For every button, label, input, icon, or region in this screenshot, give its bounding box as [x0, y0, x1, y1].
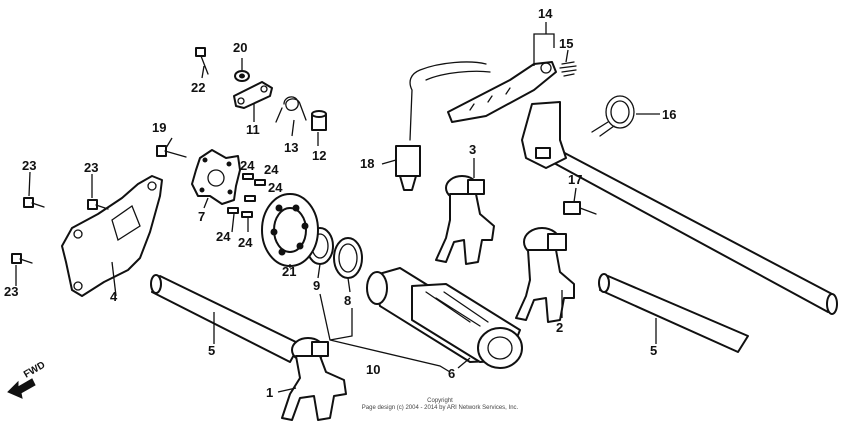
callout-24-a: 24 [240, 158, 255, 173]
part-23-bolt-c[interactable] [11, 253, 33, 264]
callout-5-left: 5 [208, 343, 215, 358]
part-19-bolt[interactable] [156, 145, 187, 158]
part-24-pin-c[interactable] [244, 195, 256, 202]
callout-18: 18 [360, 156, 374, 171]
callout-12: 12 [312, 148, 326, 163]
part-24-pin-b[interactable] [254, 179, 266, 186]
part-14-gearshift-spindle[interactable] [447, 61, 838, 315]
callout-23-a: 23 [22, 158, 36, 173]
part-15-spring[interactable] [559, 61, 577, 77]
part-7-cam-plate[interactable] [191, 149, 241, 205]
callouts: 1 2 3 4 5 5 6 7 8 9 10 11 12 13 14 15 16… [4, 6, 676, 400]
callout-14: 14 [538, 6, 553, 21]
callout-1: 1 [266, 385, 273, 400]
callout-3: 3 [469, 142, 476, 157]
callout-24-e: 24 [238, 235, 253, 250]
part-4-bracket-plate[interactable] [61, 175, 163, 297]
part-23-bolt-a[interactable] [23, 197, 45, 208]
callout-6: 6 [448, 366, 455, 381]
part-24-pin-a[interactable] [242, 173, 254, 180]
part-2-shift-fork[interactable] [515, 227, 575, 323]
callout-17: 17 [568, 172, 582, 187]
copyright-notice: Copyright Page design (c) 2004 - 2014 by… [330, 398, 550, 412]
part-6-gearshift-drum[interactable] [366, 267, 523, 369]
part-16-return-spring[interactable] [591, 95, 635, 137]
part-13-spring[interactable] [275, 96, 307, 123]
part-3-shift-fork[interactable] [435, 175, 495, 265]
copyright-line-2: Page design (c) 2004 - 2014 by ARI Netwo… [361, 405, 519, 411]
part-5-rod-left[interactable] [150, 274, 301, 363]
callout-23-c: 23 [4, 284, 18, 299]
part-24-pin-d[interactable] [227, 207, 239, 214]
callout-22: 22 [191, 80, 205, 95]
callout-24-c: 24 [268, 180, 283, 195]
callout-13: 13 [284, 140, 298, 155]
callout-11: 11 [246, 122, 260, 137]
callout-5-right: 5 [650, 343, 657, 358]
part-21-bearing[interactable] [261, 193, 319, 267]
callout-7: 7 [198, 209, 205, 224]
copyright-line-1: Copyright [427, 398, 453, 404]
part-5-rod-right[interactable] [598, 273, 749, 353]
part-11-stopper-arm[interactable] [233, 81, 273, 109]
callout-16: 16 [662, 107, 676, 122]
callout-24-d: 24 [216, 229, 231, 244]
part-17-bolt[interactable] [563, 201, 597, 215]
callout-20: 20 [233, 40, 247, 55]
part-23-bolt-b[interactable] [87, 199, 109, 210]
callout-2: 2 [556, 320, 563, 335]
part-24-pin-e[interactable] [241, 211, 253, 218]
callout-15: 15 [559, 36, 573, 51]
callout-19: 19 [152, 120, 166, 135]
callout-4: 4 [110, 289, 118, 304]
callout-8: 8 [344, 293, 351, 308]
part-22-bolt[interactable] [195, 47, 209, 75]
part-12-collar[interactable] [311, 110, 327, 131]
part-8-snap-ring[interactable] [333, 237, 363, 279]
fwd-arrow: FWD [7, 360, 47, 399]
callout-23-b: 23 [84, 160, 98, 175]
part-20-washer[interactable] [234, 70, 250, 82]
callout-24-b: 24 [264, 162, 279, 177]
callout-21: 21 [282, 264, 296, 279]
part-18-neutral-switch[interactable] [395, 61, 491, 191]
part-1-shift-fork[interactable] [281, 337, 347, 421]
leader-lines [15, 22, 660, 393]
callout-10: 10 [366, 362, 380, 377]
fwd-label: FWD [22, 360, 47, 381]
callout-9: 9 [313, 278, 320, 293]
